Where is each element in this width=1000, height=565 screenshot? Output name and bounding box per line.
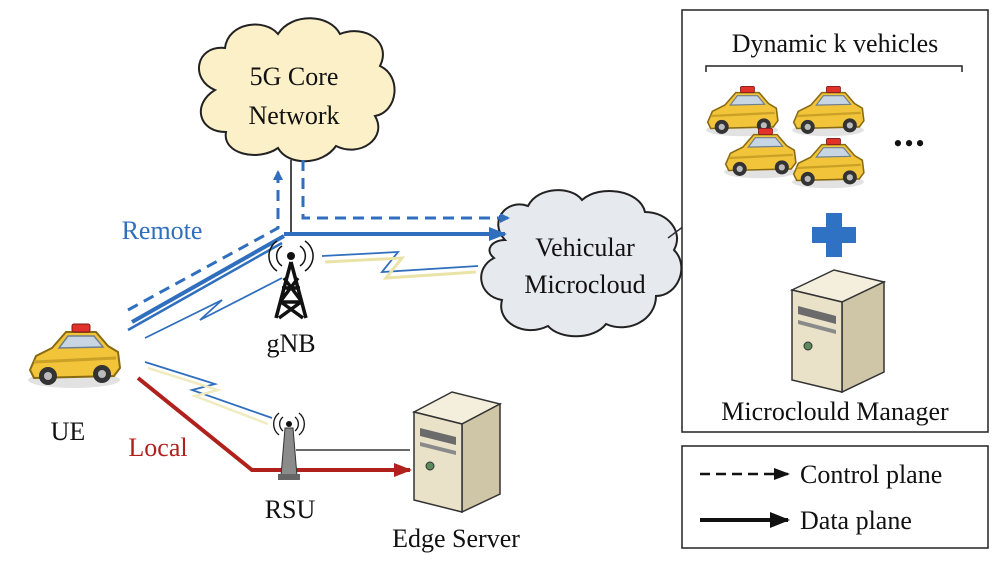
legend-data-label: Data plane	[800, 506, 912, 535]
ue-taxi-icon	[26, 322, 122, 390]
core-network-label-line1: 5G Core	[250, 62, 339, 91]
microcloud-label-line2: Microcloud	[524, 270, 645, 299]
remote-paths	[127, 160, 510, 332]
rsu-antenna-icon	[273, 412, 305, 480]
vehicles-bracket	[705, 65, 963, 72]
manager-server-icon	[789, 269, 887, 394]
microcloud-label-line1: Vehicular	[535, 233, 635, 262]
edge-server-icon	[411, 391, 503, 514]
core-network-label-line2: Network	[249, 101, 340, 130]
remote-label: Remote	[122, 216, 203, 245]
vehicles-ellipsis: •••	[893, 129, 926, 158]
legend-control-label: Control plane	[800, 460, 942, 489]
edge-server-label: Edge Server	[392, 524, 520, 553]
core-network-cloud: 5G Core Network	[198, 17, 396, 163]
remote-control-to-core	[127, 170, 283, 312]
legend: Control plane Data plane	[681, 445, 989, 549]
wireless-link-icon	[144, 250, 479, 426]
rsu-label: RSU	[265, 495, 316, 524]
ue-label: UE	[51, 417, 86, 446]
remote-control-to-microcloud	[301, 160, 510, 223]
plus-icon	[812, 213, 856, 257]
local-data-path	[136, 376, 412, 477]
local-label: Local	[128, 433, 187, 462]
gnb-label: gNB	[266, 329, 315, 358]
microcloud-panel: Dynamic k vehicles ••• Microclould Manag…	[681, 9, 989, 433]
manager-label: Microclould Manager	[721, 397, 949, 426]
dynamic-vehicles-label: Dynamic k vehicles	[732, 29, 939, 58]
cell-tower-icon	[268, 240, 314, 320]
vehicular-microcloud: Vehicular Microcloud	[480, 189, 683, 338]
remote-data-ue-gnb	[131, 234, 285, 324]
